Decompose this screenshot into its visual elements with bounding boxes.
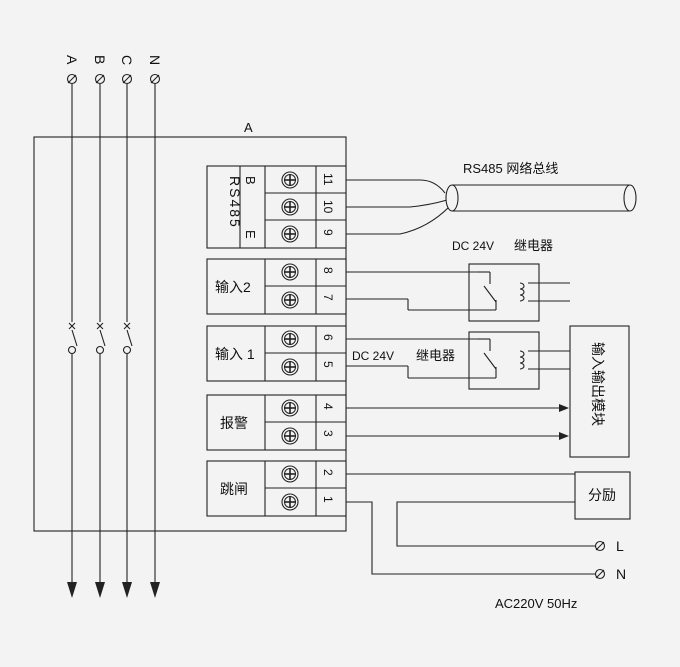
phase-c-label: C — [119, 55, 135, 65]
terminal-screw-icon — [281, 198, 299, 216]
arrow-down-icon — [95, 582, 105, 598]
terminal-screw-icon — [281, 263, 299, 281]
shunt-label: 分励 — [588, 487, 616, 503]
phase-arrows — [67, 582, 160, 598]
relay-coil-icon — [519, 350, 525, 370]
input2-label: 输入2 — [215, 279, 251, 295]
terminal-screw-icon — [281, 291, 299, 309]
io-module: 输入输出模块 — [569, 325, 630, 458]
phase-lines — [71, 84, 156, 585]
terminal-screw-icon — [281, 399, 299, 417]
supply-n-label: N — [616, 566, 626, 582]
terminal-9: 9 — [321, 229, 335, 236]
alarm-block: 报警 4 3 — [206, 394, 347, 451]
relay-top-voltage: DC 24V — [452, 239, 494, 253]
terminal-screw-icon — [281, 427, 299, 445]
terminal-6: 6 — [321, 334, 335, 341]
supply-l-label: L — [616, 538, 624, 554]
supply: L N AC220V 50Hz — [495, 538, 626, 611]
terminal-11: 11 — [321, 173, 335, 186]
io-module-label: 输入输出模块 — [590, 342, 606, 426]
terminal-n-supply-icon — [594, 568, 606, 580]
input2-block: 输入2 8 7 — [206, 258, 347, 315]
rs485-pin-e: E — [243, 230, 258, 239]
shunt-trip: 分励 — [346, 471, 631, 575]
terminal-10: 10 — [321, 200, 335, 214]
terminal-2: 2 — [321, 469, 335, 476]
terminal-screw-icon — [281, 358, 299, 376]
trip-block: 跳闸 2 1 — [206, 460, 347, 517]
phase-labels: A B C N — [64, 55, 163, 65]
relay-bottom-name: 继电器 — [416, 348, 455, 363]
terminal-c-icon — [121, 73, 133, 85]
rs485-pin-b: B — [243, 176, 258, 185]
terminal-screw-icon — [281, 171, 299, 189]
breaker-contact-icon — [67, 322, 78, 355]
trip-label: 跳闸 — [220, 481, 248, 497]
relay-top-name: 继电器 — [514, 238, 553, 253]
terminal-n-icon — [149, 73, 161, 85]
terminal-screw-icon — [281, 493, 299, 511]
terminal-8: 8 — [321, 267, 335, 274]
phase-a-label: A — [64, 55, 80, 65]
terminal-screw-icon — [281, 330, 299, 348]
relay-bottom-voltage: DC 24V — [352, 349, 394, 363]
terminal-3: 3 — [321, 430, 335, 437]
terminal-b-icon — [94, 73, 106, 85]
phase-n-label: N — [147, 55, 163, 65]
relay-top: DC 24V 继电器 — [346, 238, 570, 322]
arrow-down-icon — [150, 582, 160, 598]
terminal-7: 7 — [321, 294, 335, 301]
rs485-bus-cable: RS485 网络总线 — [346, 161, 637, 235]
rs485-block: RS485 B E 11 10 9 — [206, 165, 347, 249]
phase-terminals — [66, 73, 161, 85]
rs485-bus-label: RS485 网络总线 — [463, 161, 558, 176]
breaker-contacts — [67, 322, 133, 355]
alarm-label: 报警 — [220, 415, 248, 431]
input1-label: 输入 1 — [215, 346, 255, 362]
phase-b-label: B — [92, 55, 108, 64]
terminal-a-icon — [66, 73, 78, 85]
terminal-screw-icon — [281, 465, 299, 483]
rs485-label: RS485 — [227, 176, 243, 229]
arrow-down-icon — [122, 582, 132, 598]
terminal-4: 4 — [321, 403, 335, 410]
relay-bottom: DC 24V 继电器 — [346, 331, 570, 390]
terminal-1: 1 — [321, 496, 335, 503]
supply-spec: AC220V 50Hz — [495, 596, 577, 611]
alarm-lines — [346, 404, 569, 440]
terminal-screw-icon — [281, 225, 299, 243]
breaker-contact-icon — [122, 322, 133, 355]
relay-coil-icon — [519, 282, 525, 302]
device-label: A — [244, 120, 253, 135]
breaker-contact-icon — [95, 322, 106, 355]
terminal-l-icon — [594, 540, 606, 552]
arrow-down-icon — [67, 582, 77, 598]
terminal-5: 5 — [321, 361, 335, 368]
input1-block: 输入 1 6 5 — [206, 325, 347, 382]
